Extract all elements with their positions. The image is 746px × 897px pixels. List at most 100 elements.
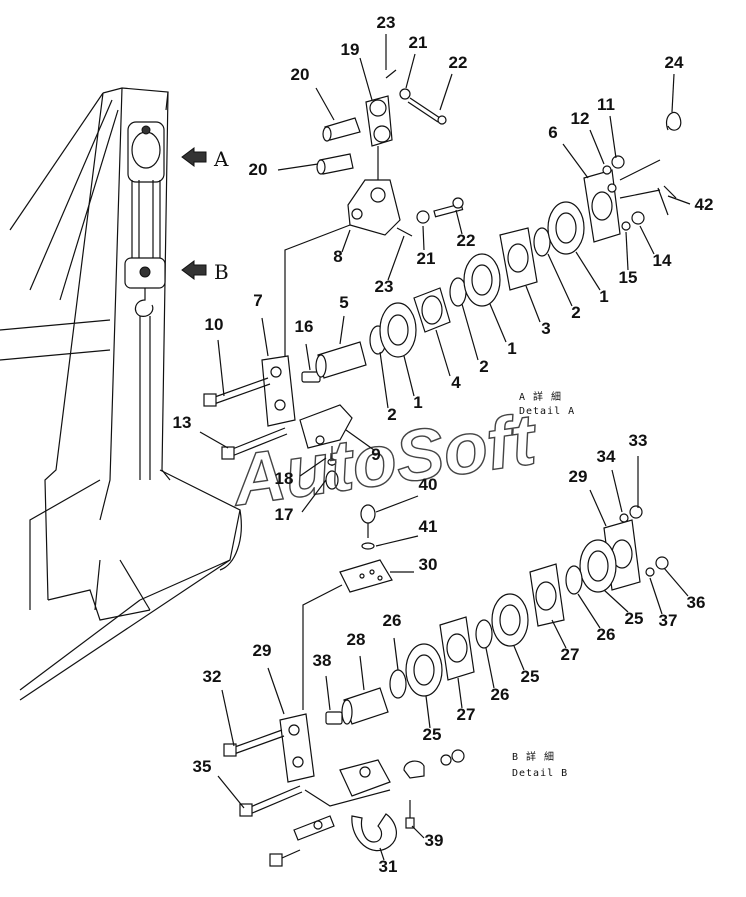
leader-line-13: [199, 431, 229, 449]
callout-label-8: 8: [333, 247, 342, 266]
leader-line-41: [375, 535, 419, 547]
callout-label-23: 23: [377, 13, 396, 32]
detail-b-assembly: [223, 504, 669, 867]
arrow-b-marker: B: [181, 260, 229, 284]
callout-label-25: 25: [521, 667, 540, 686]
leader-line-35: [217, 775, 245, 809]
callout-label-10: 10: [205, 315, 224, 334]
detail-b-caption-en: Detail B: [512, 768, 568, 779]
callout-label-1: 1: [507, 339, 516, 358]
leader-line-25: [603, 589, 629, 613]
leader-line-1: [403, 355, 415, 397]
callout-label-9: 9: [371, 445, 380, 464]
leader-line-27: [551, 619, 567, 649]
callout-label-5: 5: [339, 293, 348, 312]
callout-label-30: 30: [419, 555, 438, 574]
leader-line-8: [341, 229, 351, 253]
callout-label-25: 25: [423, 725, 442, 744]
leader-line-24: [671, 73, 675, 113]
callout-label-27: 27: [561, 645, 580, 664]
callout-label-13: 13: [173, 413, 192, 432]
leader-line-12: [589, 129, 605, 165]
leader-line-19: [359, 57, 373, 101]
arrow-a-marker: A: [181, 147, 229, 171]
leader-line-10: [217, 339, 225, 397]
callout-label-4: 4: [451, 373, 461, 392]
leader-line-4: [435, 329, 451, 377]
leader-line-3: [525, 285, 541, 323]
callout-label-17: 17: [275, 505, 294, 524]
callout-label-26: 26: [597, 625, 616, 644]
callout-label-6: 6: [548, 123, 557, 142]
leader-line-28: [359, 655, 365, 691]
callout-label-1: 1: [413, 393, 422, 412]
leader-line-42: [667, 195, 691, 205]
callout-label-16: 16: [295, 317, 314, 336]
callout-label-39: 39: [425, 831, 444, 850]
leader-line-26: [485, 647, 495, 689]
callout-label-31: 31: [379, 857, 398, 876]
crane-boom: [0, 87, 242, 701]
callout-label-27: 27: [457, 705, 476, 724]
callout-label-7: 7: [253, 291, 262, 310]
leader-line-11: [609, 115, 617, 159]
callout-label-36: 36: [687, 593, 706, 612]
callout-label-12: 12: [571, 109, 590, 128]
callout-label-23: 23: [375, 277, 394, 296]
callout-label-1: 1: [599, 287, 608, 306]
callout-label-42: 42: [695, 195, 714, 214]
leader-line-34: [611, 469, 623, 513]
callout-label-2: 2: [571, 303, 580, 322]
callout-label-3: 3: [541, 319, 550, 338]
leader-line-29: [267, 667, 285, 715]
leader-line-9: [345, 429, 375, 451]
leader-line-39: [411, 825, 425, 839]
leader-line-14: [639, 225, 655, 255]
leader-line-23: [387, 235, 405, 281]
leader-line-29: [589, 489, 607, 527]
leader-line-18: [299, 457, 327, 477]
callout-label-20: 20: [249, 160, 268, 179]
callout-label-11: 11: [597, 95, 615, 114]
leader-line-22: [439, 73, 453, 111]
callout-label-26: 26: [491, 685, 510, 704]
callout-label-2: 2: [479, 357, 488, 376]
leader-line-31: [379, 847, 385, 861]
callout-label-2: 2: [387, 405, 396, 424]
leader-line-6: [562, 143, 589, 179]
leader-line-26: [577, 593, 601, 629]
callout-label-20: 20: [291, 65, 310, 84]
callout-label-14: 14: [653, 251, 672, 270]
callout-label-41: 41: [419, 517, 438, 536]
leader-line-26: [393, 637, 399, 671]
leader-line-20: [315, 87, 335, 121]
callout-label-25: 25: [625, 609, 644, 628]
callout-label-28: 28: [347, 630, 366, 649]
callout-label-35: 35: [193, 757, 212, 776]
leader-line-25: [513, 645, 525, 671]
callout-label-18: 18: [275, 469, 294, 488]
leader-line-1: [489, 303, 507, 343]
callout-label-40: 40: [419, 475, 438, 494]
callout-label-29: 29: [253, 641, 272, 660]
leader-line-36: [663, 567, 689, 597]
arrow-b-label: B: [214, 260, 229, 284]
leader-line-2: [379, 351, 389, 409]
callout-label-22: 22: [449, 53, 468, 72]
callout-label-21: 21: [409, 33, 428, 52]
leader-line-38: [325, 675, 331, 711]
detail-a-caption-en: Detail A: [519, 406, 575, 417]
leader-line-32: [221, 689, 235, 747]
leader-line-15: [625, 231, 629, 271]
callout-label-34: 34: [597, 447, 616, 466]
leader-line-25: [425, 695, 431, 729]
callout-label-32: 32: [203, 667, 222, 686]
callout-label-15: 15: [619, 268, 638, 287]
callout-label-38: 38: [313, 651, 332, 670]
leader-line-21: [405, 53, 416, 89]
callout-label-22: 22: [457, 231, 476, 250]
callout-label-21: 21: [417, 249, 436, 268]
